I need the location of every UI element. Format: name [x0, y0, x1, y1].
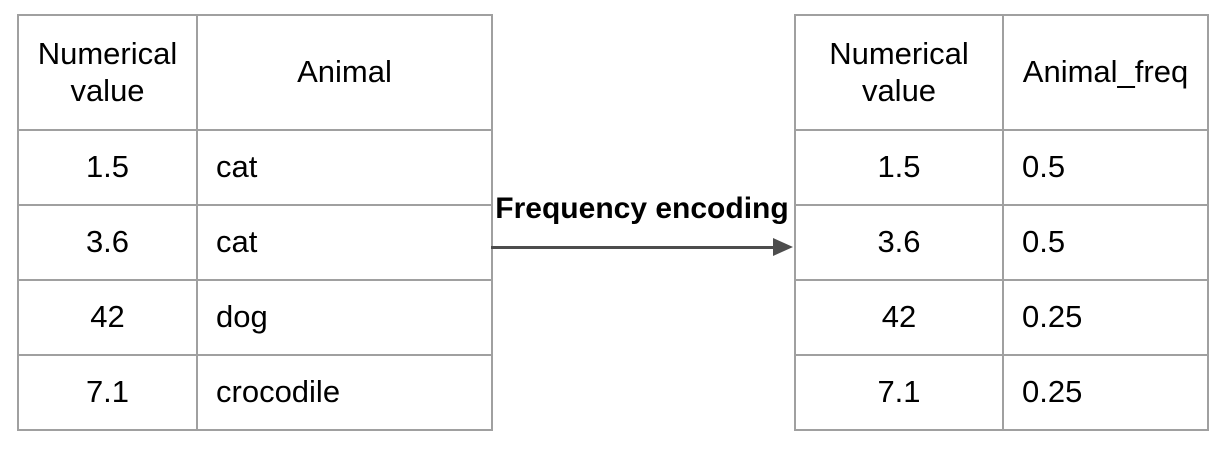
table-row: 1.5 cat	[17, 129, 493, 206]
right-cell-value-3: 42	[794, 279, 1004, 356]
table-row: 3.6 cat	[17, 204, 493, 281]
table-row: 3.6 0.5	[794, 204, 1209, 281]
table-row: 42 dog	[17, 279, 493, 356]
left-cell-value-2: 3.6	[17, 204, 198, 281]
table-row: 42 0.25	[794, 279, 1209, 356]
right-table: Numerical value Animal_freq 1.5 0.5 3.6 …	[794, 14, 1209, 431]
left-cell-value-4: 7.1	[17, 354, 198, 431]
left-header-animal: Animal	[196, 14, 493, 131]
left-cell-animal-3: dog	[196, 279, 493, 356]
arrow-line	[491, 246, 777, 249]
right-cell-value-4: 7.1	[794, 354, 1004, 431]
right-table-header-row: Numerical value Animal_freq	[794, 14, 1209, 131]
right-cell-freq-4: 0.25	[1002, 354, 1209, 431]
left-cell-value-1: 1.5	[17, 129, 198, 206]
right-cell-freq-3: 0.25	[1002, 279, 1209, 356]
table-row: 7.1 0.25	[794, 354, 1209, 431]
table-row: 1.5 0.5	[794, 129, 1209, 206]
right-cell-freq-1: 0.5	[1002, 129, 1209, 206]
left-cell-animal-1: cat	[196, 129, 493, 206]
arrow-head-icon	[773, 238, 793, 256]
table-row: 7.1 crocodile	[17, 354, 493, 431]
right-header-numerical-value: Numerical value	[794, 14, 1004, 131]
right-cell-value-2: 3.6	[794, 204, 1004, 281]
right-cell-value-1: 1.5	[794, 129, 1004, 206]
right-cell-freq-2: 0.5	[1002, 204, 1209, 281]
left-table: Numerical value Animal 1.5 cat 3.6 cat 4…	[17, 14, 493, 431]
left-cell-animal-4: crocodile	[196, 354, 493, 431]
left-header-numerical-value: Numerical value	[17, 14, 198, 131]
left-cell-value-3: 42	[17, 279, 198, 356]
transform-label: Frequency encoding	[495, 192, 789, 225]
left-table-header-row: Numerical value Animal	[17, 14, 493, 131]
left-cell-animal-2: cat	[196, 204, 493, 281]
right-header-animal-freq: Animal_freq	[1002, 14, 1209, 131]
